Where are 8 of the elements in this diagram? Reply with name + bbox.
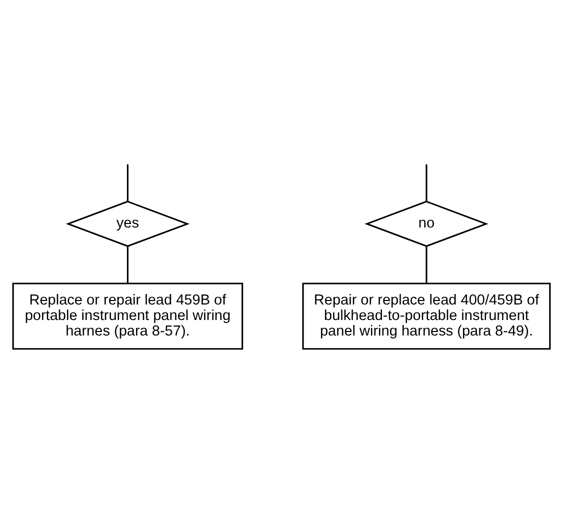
connector [126, 246, 128, 284]
connector [426, 164, 428, 202]
node-box: Replace or repair lead 459B of portable instrument panel wiring harnes (para 8-57). [12, 282, 244, 350]
node-diamond: yes [66, 200, 190, 247]
node-box: Repair or replace lead 400/459B of bulkhead-to-portable instrument panel wiring harness (para 8-49). [302, 282, 551, 350]
connector [426, 246, 428, 284]
node-diamond: no [364, 200, 488, 247]
connector [126, 164, 128, 202]
